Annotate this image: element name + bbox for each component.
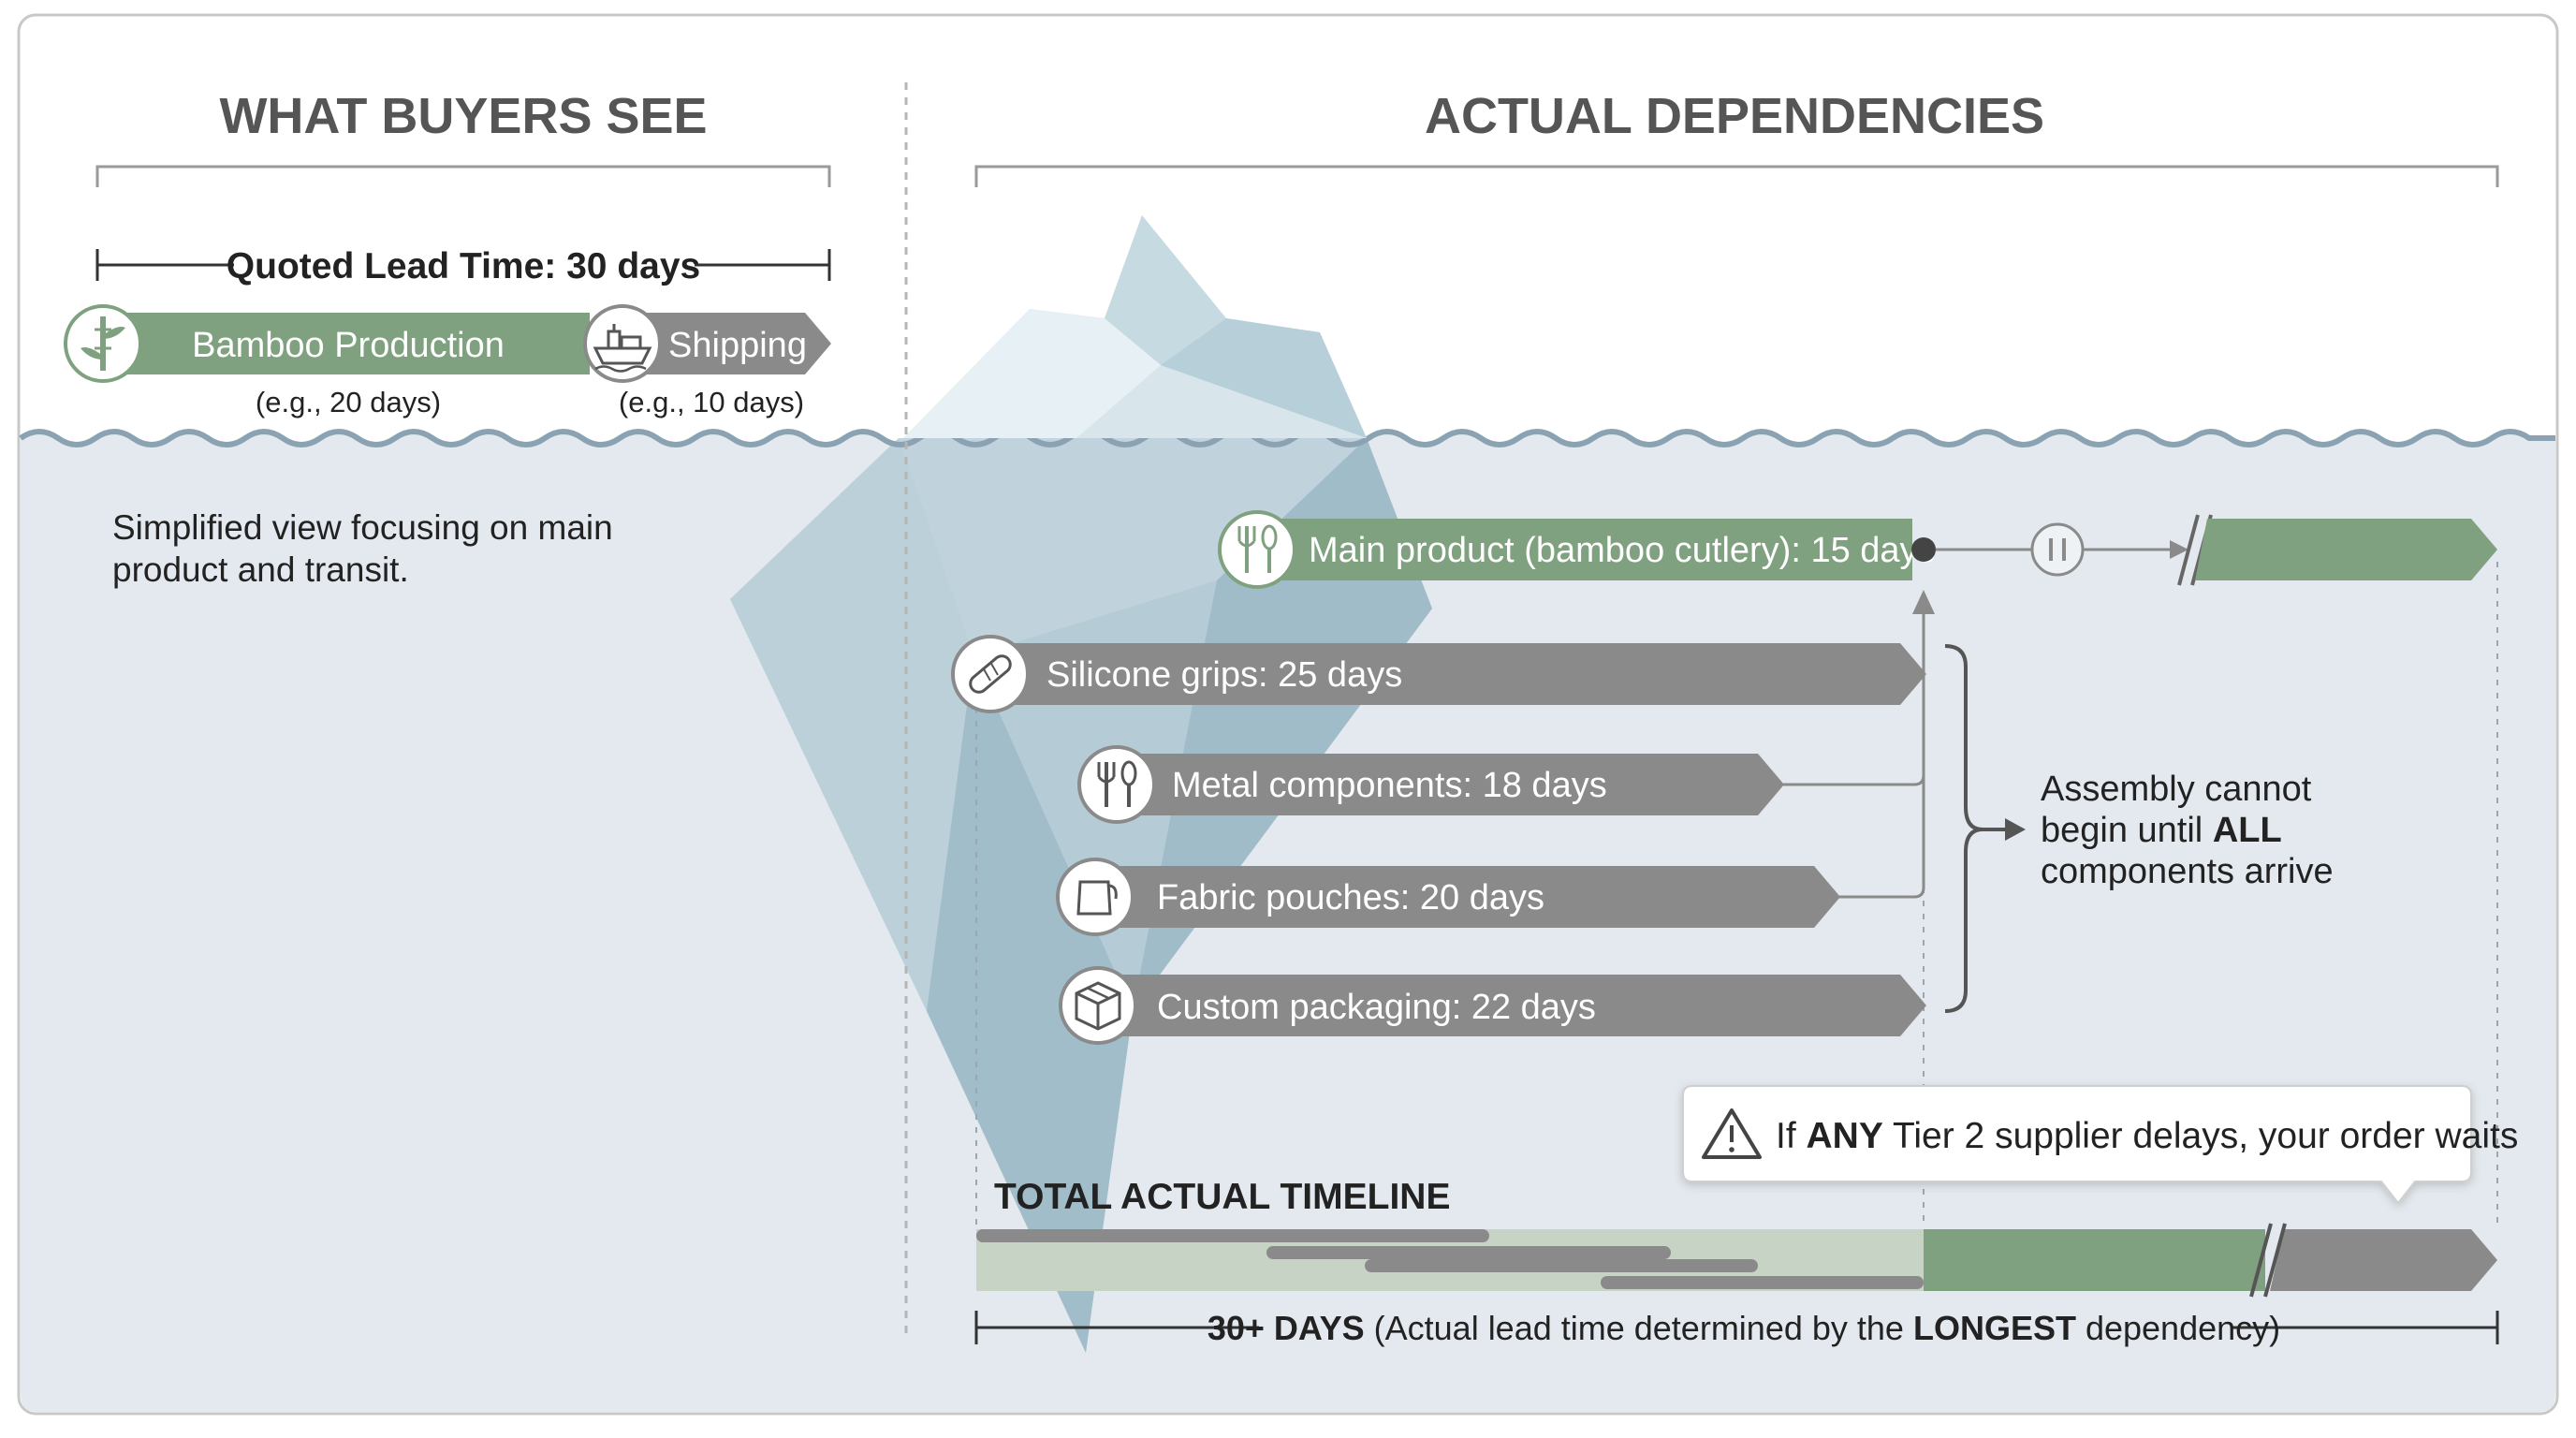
right-heading: ACTUAL DEPENDENCIES <box>1425 88 2044 144</box>
right-heading-bracket <box>974 165 2499 187</box>
iceberg-tip <box>903 215 1367 438</box>
left-heading: WHAT BUYERS SEE <box>219 88 707 144</box>
silicone-grips-bar <box>990 643 1926 705</box>
shipping-note: (e.g., 10 days) <box>619 386 804 418</box>
shipping-bar <box>618 313 831 374</box>
brace-arrowhead <box>2005 818 2026 841</box>
silicone-grip-icon <box>951 635 1030 713</box>
dependency-connectors <box>1783 610 1925 899</box>
warning-icon <box>1702 1108 1762 1159</box>
pouch-icon <box>1056 858 1134 936</box>
break-mark-2a <box>2249 1223 2273 1298</box>
timeline-label: TOTAL ACTUAL TIMELINE <box>994 1177 1450 1217</box>
assembly-point <box>1911 537 1936 562</box>
bamboo-production-bar <box>103 313 590 374</box>
pause-icon <box>2030 522 2085 577</box>
timeline-assembly-segment <box>1924 1229 2265 1291</box>
timeline-shipping-segment <box>2270 1229 2497 1291</box>
fabric-pouches-label: Fabric pouches: 20 days <box>1157 878 1544 917</box>
bamboo-production-label: Bamboo Production <box>192 326 505 365</box>
break-mark-1a <box>2177 514 2200 586</box>
bamboo-production-note: (e.g., 20 days) <box>256 386 441 418</box>
timeline-mini-bar-1 <box>976 1229 1489 1242</box>
custom-packaging-bar <box>1098 975 1926 1036</box>
ship-icon <box>583 304 662 383</box>
quoted-lead-time: Quoted Lead Time: 30 days <box>227 246 700 286</box>
quoted-lead-time-range <box>95 249 831 281</box>
custom-packaging-label: Custom packaging: 22 days <box>1157 988 1596 1027</box>
break-mark-2b <box>2263 1223 2287 1298</box>
metal-components-bar <box>1117 754 1784 815</box>
metal-cutlery-icon <box>1077 745 1156 824</box>
total-range-line <box>974 1311 2499 1344</box>
description-line-1: Simplified view focusing on main <box>112 508 613 547</box>
timeline-mini-bar-3 <box>1365 1259 1758 1272</box>
warning-callout <box>1682 1085 2472 1205</box>
cutlery-icon <box>1218 510 1296 589</box>
main-product-label: Main product (bamboo cutlery): 15 days <box>1309 531 1936 570</box>
assembly-note-line-2: begin until ALL <box>2041 811 2282 850</box>
metal-components-label: Metal components: 18 days <box>1172 766 1607 805</box>
main-product-bar <box>1257 519 1912 580</box>
timeline-mini-bar-2 <box>1266 1246 1671 1259</box>
description-line-2: product and transit. <box>112 550 409 589</box>
total-lead-time-text: 30+ DAYS (Actual lead time determined by… <box>1208 1309 2280 1347</box>
water-surface-wave <box>19 429 2555 448</box>
shipping-label: Shipping <box>668 326 807 365</box>
assembly-arrowhead <box>1912 590 1935 614</box>
package-box-icon <box>1059 966 1137 1045</box>
assembly-note-line-3: components arrive <box>2041 852 2334 891</box>
warning-text: If ANY Tier 2 supplier delays, your orde… <box>1776 1116 2518 1156</box>
assembly-note-line-1: Assembly cannot <box>2041 770 2312 809</box>
bamboo-icon <box>64 304 142 383</box>
assembly-bar <box>2195 519 2497 580</box>
left-heading-bracket <box>95 165 831 187</box>
silicone-grips-label: Silicone grips: 25 days <box>1046 655 1402 695</box>
timeline-mini-bar-4 <box>1601 1276 1924 1289</box>
fabric-pouches-bar <box>1095 866 1840 928</box>
wait-arrowhead <box>2170 540 2188 559</box>
